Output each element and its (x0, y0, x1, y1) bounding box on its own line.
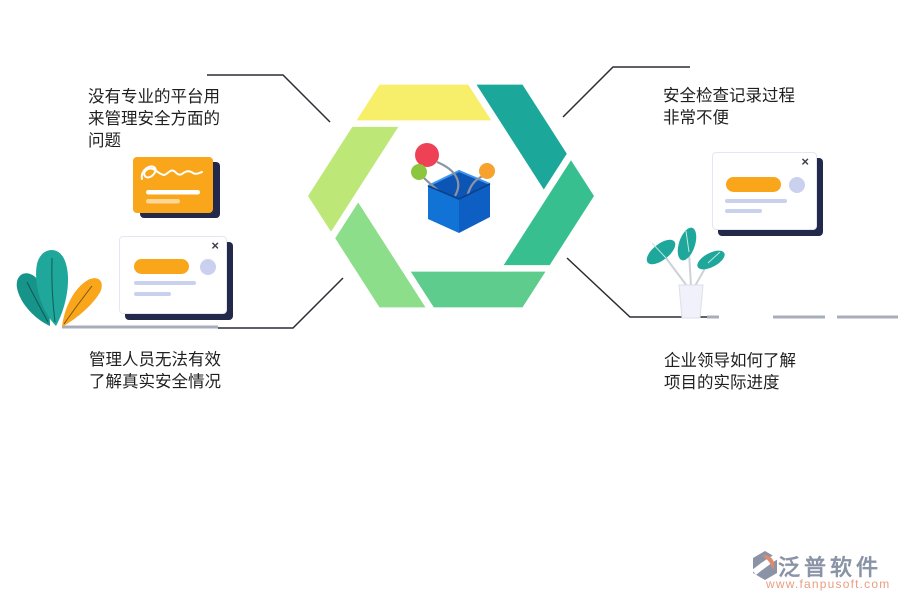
connector-bottom-left (218, 277, 344, 329)
cycle-segment-lower-right (503, 160, 594, 266)
connector-top-right (562, 66, 690, 118)
cycle-segment-upper-right (476, 84, 567, 190)
connector-top-left (207, 74, 331, 123)
connector-bottom-right (566, 257, 707, 318)
right-plant-leaf-2 (677, 227, 697, 261)
problem-text-bottom-right: 企业领导如何了解 项目的实际进度 (664, 352, 796, 392)
problem-text-top-right: 安全检查记录过程 非常不便 (663, 87, 795, 127)
box-back-rim (427, 169, 491, 187)
cycle-segment-bottom (410, 271, 546, 308)
cycle-segment-lower-left (335, 202, 426, 308)
left-plant-leaf-teal (36, 250, 69, 326)
problem-text-top-left: 没有专业的平台用 来管理安全方面的 问题 (88, 88, 220, 150)
text-bar (725, 199, 787, 203)
dialog-card-left: × (119, 236, 227, 314)
box-icon (411, 143, 495, 233)
green-dot-icon (411, 164, 427, 180)
cycle-segment-upper-left (308, 126, 399, 232)
close-icon: × (801, 154, 809, 169)
plant-pot (678, 284, 704, 319)
text-bar (725, 209, 762, 213)
red-dot-icon (415, 143, 439, 167)
dialog-card-right: × (712, 152, 817, 230)
orange-sketch-card (133, 157, 213, 213)
close-icon: × (211, 238, 219, 253)
orange-pill (726, 177, 781, 192)
orange-pill (134, 259, 189, 274)
left-plant-leaf-orange (62, 278, 102, 327)
brand-name: 泛普软件 (778, 555, 883, 580)
avatar-circle (200, 259, 216, 275)
brand-logo-icon (752, 551, 778, 580)
wire-red (436, 160, 460, 197)
left-plant-leaf-dark (16, 273, 50, 326)
box-front-left-face (428, 186, 459, 233)
avatar-circle (789, 177, 805, 193)
left-plant (16, 250, 102, 327)
cycle-hexagon (308, 84, 594, 308)
right-plant (646, 227, 725, 319)
brand-url: www.fanpusoft.com (766, 577, 891, 591)
sketch-scribble (140, 165, 203, 204)
problem-text-bottom-left: 管理人员无法有效 了解真实安全情况 (89, 351, 221, 391)
box-front-rim (427, 183, 491, 200)
box-front-right-face (459, 184, 490, 233)
cycle-segment-top (356, 84, 492, 121)
orange-dot-icon (479, 163, 495, 179)
text-bar (134, 281, 196, 285)
text-bar (134, 292, 171, 296)
